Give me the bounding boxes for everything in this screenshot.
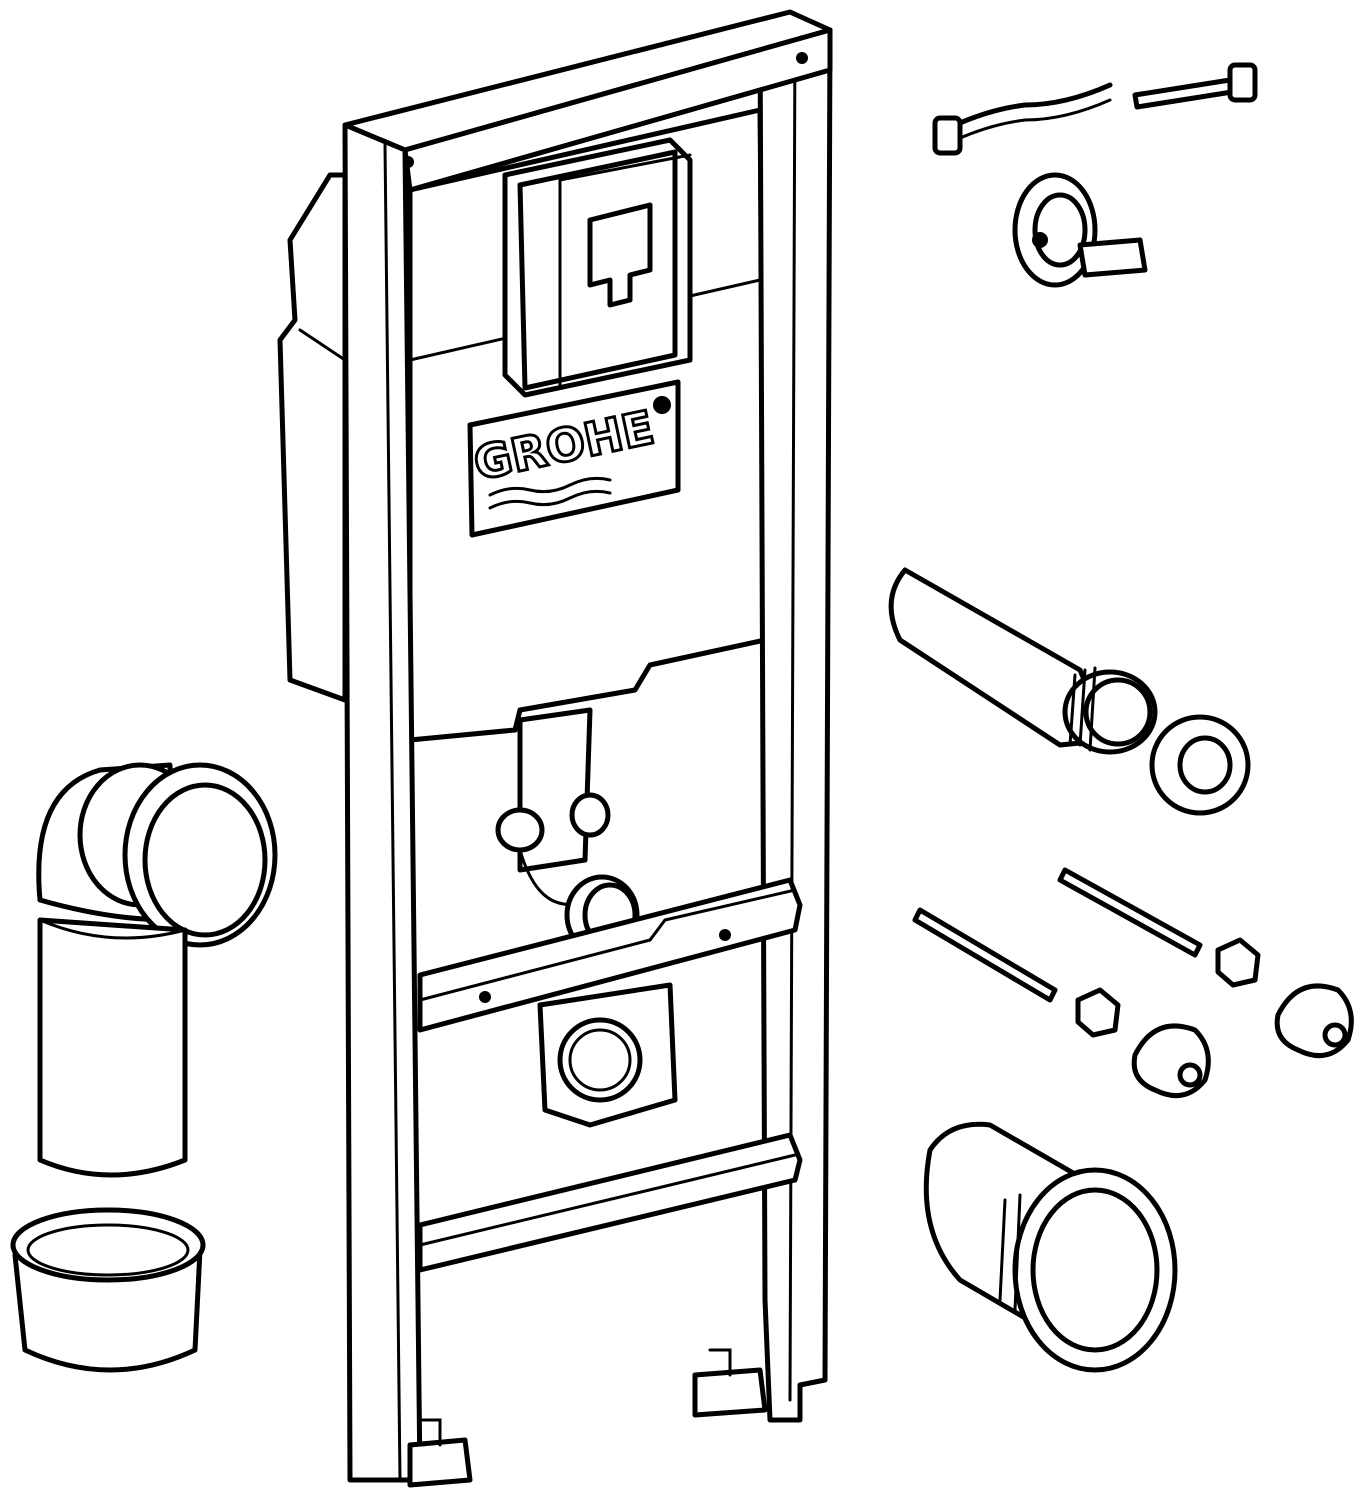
drain-elbow <box>36 762 278 1178</box>
mounting-bracket-lower <box>537 982 678 1128</box>
mounting-bolts <box>912 867 1354 1099</box>
flush-valve-box <box>502 137 693 398</box>
wc-connector <box>923 1121 1178 1373</box>
flexible-hose <box>932 62 1258 156</box>
end-cap <box>10 1207 206 1373</box>
angle-valve <box>1012 172 1148 288</box>
drain-connector <box>495 707 640 956</box>
flush-pipe <box>888 567 1251 816</box>
steel-frame <box>342 9 833 1488</box>
